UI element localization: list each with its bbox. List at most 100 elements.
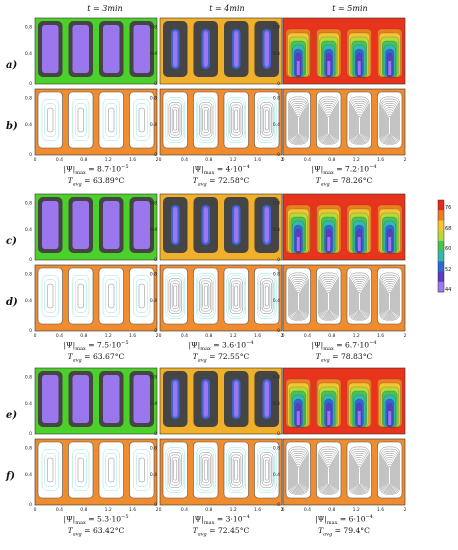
temperature-panel-2-2-axes: 00.40.8 <box>273 375 280 437</box>
y-tick-label: 0.8 <box>25 446 32 452</box>
row-label-f: f) <box>6 471 16 482</box>
t-subscript: avg <box>197 181 207 188</box>
y-tick-label: 0.4 <box>25 298 32 304</box>
colorbar-swatch <box>438 271 444 283</box>
psi-value: = 5.3·10 <box>85 514 122 524</box>
t-symbol: T <box>192 526 198 536</box>
y-tick-label: 0 <box>277 431 280 437</box>
y-tick-label: 0.8 <box>273 272 280 278</box>
temperature-panel-2-0-axes: 00.40.8 <box>25 375 32 437</box>
t-symbol: T <box>67 176 73 186</box>
y-tick-label: 0.4 <box>150 122 157 128</box>
t-symbol: T <box>315 352 321 362</box>
y-tick-label: 0.8 <box>273 375 280 381</box>
x-tick-label: 1.2 <box>230 507 237 513</box>
psi-max-line: |Ψ|max = 3·10−4 <box>161 514 281 526</box>
x-tick-label: 1.2 <box>105 157 112 163</box>
y-tick-label: 0 <box>29 257 32 263</box>
t-avg-value: = 79.4°C <box>332 526 370 536</box>
y-tick-label: 0.4 <box>25 472 32 478</box>
temperature-panel-0-0-axes: 00.40.8 <box>25 25 32 87</box>
psi-value: = 3.6·10 <box>210 340 247 350</box>
y-tick-label: 0.8 <box>150 96 157 102</box>
t-subscript: avg <box>72 357 82 364</box>
x-tick-label: 1.6 <box>377 157 384 163</box>
t-symbol: T <box>67 526 73 536</box>
psi-symbol: |Ψ| <box>63 164 76 174</box>
t-avg-line: Tavg = 72.58°C <box>161 176 281 188</box>
psi-exponent: −4 <box>365 514 373 520</box>
t-symbol: T <box>192 176 198 186</box>
psi-symbol: |Ψ| <box>192 164 204 174</box>
y-tick-label: 0.8 <box>273 25 280 31</box>
t-avg-line: Tavg = 72.45°C <box>161 526 281 538</box>
psi-symbol: |Ψ| <box>63 514 76 524</box>
psi-max-line: |Ψ|max = 8.7·10−5 <box>36 164 156 176</box>
x-tick-label: 0.4 <box>56 157 63 163</box>
t-symbol: T <box>192 352 198 362</box>
x-tick-label: 1.2 <box>353 333 360 339</box>
x-tick-label: 1.2 <box>105 333 112 339</box>
t-avg-line: Tavg = 78.83°C <box>284 352 404 364</box>
temperature-panel-1-0 <box>34 193 158 261</box>
t-avg-value: = 63.42°C <box>81 526 125 536</box>
y-tick-label: 0.4 <box>273 122 280 128</box>
x-tick-label: 0 <box>159 157 162 163</box>
y-tick-label: 0.8 <box>150 375 157 381</box>
psi-value: = 6·10 <box>337 514 366 524</box>
y-tick-label: 0 <box>154 257 157 263</box>
y-tick-label: 0.4 <box>25 401 32 407</box>
psi-max-line: |Ψ|max = 6.7·10−4 <box>284 340 404 352</box>
psi-symbol: |Ψ| <box>63 340 76 350</box>
psi-max-line: |Ψ|max = 4·10−4 <box>161 164 281 176</box>
t-avg-line: Tavg = 78.26°C <box>284 176 404 188</box>
y-tick-label: 0.8 <box>273 201 280 207</box>
x-tick-label: 0.8 <box>80 157 87 163</box>
x-tick-label: 0 <box>282 507 285 513</box>
x-tick-label: 0 <box>34 157 37 163</box>
t-symbol: T <box>318 526 324 536</box>
y-tick-label: 0.8 <box>150 201 157 207</box>
streamline-panel-2-1 <box>159 438 283 506</box>
temperature-panel-0-1-axes: 00.40.8 <box>150 25 157 87</box>
colorbar-swatch <box>438 240 444 252</box>
temperature-panel-1-1 <box>159 193 283 261</box>
y-tick-label: 0 <box>29 152 32 158</box>
temperature-panel-2-2 <box>282 367 406 435</box>
colorbar-swatch <box>438 251 444 262</box>
x-tick-label: 0.8 <box>328 507 335 513</box>
streamline-panel-1-1 <box>159 264 283 332</box>
colorbar-swatch <box>438 281 444 293</box>
x-tick-label: 1.2 <box>230 157 237 163</box>
t-avg-value: = 72.45°C <box>206 526 250 536</box>
y-tick-label: 0.4 <box>150 472 157 478</box>
psi-exponent: −5 <box>121 164 129 170</box>
y-tick-label: 0 <box>29 502 32 508</box>
y-tick-label: 0.4 <box>25 227 32 233</box>
colorbar-tick-label: 68 <box>445 225 452 232</box>
y-tick-label: 0 <box>154 81 157 87</box>
temperature-panel-1-2-axes: 00.40.8 <box>273 201 280 263</box>
temperature-panel-0-1 <box>159 17 283 85</box>
x-tick-label: 1.2 <box>230 333 237 339</box>
x-tick-label: 0.4 <box>304 507 311 513</box>
colorbar-swatch <box>438 220 444 232</box>
psi-subscript: max <box>323 346 334 353</box>
psi-exponent: −4 <box>242 514 250 520</box>
temperature-panel-0-2-axes: 00.40.8 <box>273 25 280 87</box>
x-tick-label: 2 <box>281 507 284 513</box>
x-tick-label: 1.6 <box>377 333 384 339</box>
y-tick-label: 0.8 <box>25 96 32 102</box>
t-avg-line: Tavg = 63.42°C <box>36 526 156 538</box>
psi-exponent: −4 <box>242 164 250 170</box>
x-tick-label: 0.8 <box>80 333 87 339</box>
